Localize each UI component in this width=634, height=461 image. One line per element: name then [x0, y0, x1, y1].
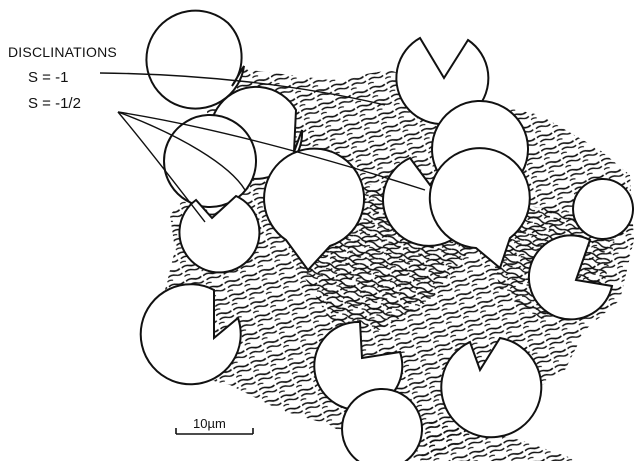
cell: [146, 11, 244, 109]
cell: [441, 338, 541, 437]
cell: [164, 115, 256, 207]
cell: [342, 389, 422, 461]
figure-heading: DISCLINATIONS: [8, 45, 117, 59]
label-s-minus-half: S = -1/2: [28, 96, 81, 111]
label-s-minus-1: S = -1: [28, 70, 68, 85]
cell: [573, 179, 633, 239]
scale-bar-label: 10µm: [193, 417, 226, 430]
